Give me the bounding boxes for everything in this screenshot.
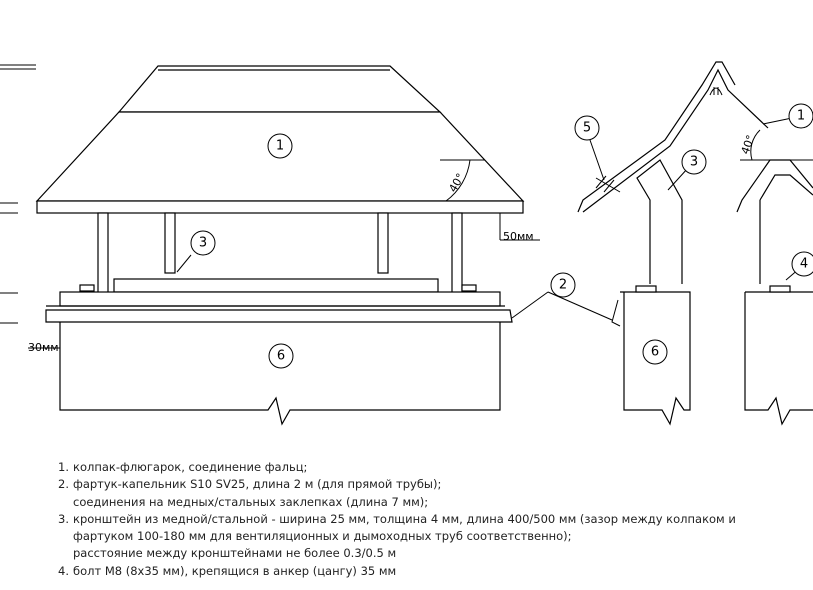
- svg-text:6: 6: [651, 345, 659, 360]
- callout-5: 5: [574, 115, 600, 141]
- svg-text:5: 5: [583, 121, 591, 136]
- legend-item-2: 2. фартук-капельник S10 SV25, длина 2 м …: [58, 477, 442, 509]
- overhang-dimension-label: 50мм: [503, 230, 534, 243]
- callout-1-right: 1: [788, 103, 813, 129]
- callout-1-main: 1: [267, 133, 293, 159]
- apron-dimension-label: 30мм: [28, 341, 59, 354]
- svg-text:1: 1: [276, 139, 284, 154]
- legend-item-1: 1. колпак-флюгарок, соединение фальц;: [58, 460, 308, 474]
- callout-2: 2: [550, 272, 576, 298]
- svg-text:4: 4: [800, 257, 808, 272]
- section-view-b: [736, 117, 813, 426]
- main-front-view: [28, 65, 549, 426]
- left-edge-fragments: [0, 64, 36, 324]
- callout-4: 4: [791, 251, 813, 277]
- svg-text:2: 2: [559, 278, 567, 293]
- svg-text:3: 3: [199, 236, 207, 251]
- chimney-cap-drawing: 1 1 2 3 3 4 5 6 6 50мм 30мм 40° 40°: [0, 61, 813, 426]
- svg-text:3: 3: [690, 155, 698, 170]
- callout-3-section: 3: [681, 149, 707, 175]
- legend-item-4: 4. болт М8 (8х35 мм), крепящися в анкер …: [58, 563, 397, 578]
- legend-item-3: 3. кронштейн из медной/стальной - ширина…: [58, 511, 736, 561]
- callout-6-section: 6: [642, 339, 668, 365]
- section-view-a: [547, 61, 769, 426]
- angle-label-right: 40°: [739, 133, 758, 156]
- svg-text:1: 1: [797, 109, 805, 124]
- svg-text:6: 6: [277, 349, 285, 364]
- callout-6-main: 6: [268, 343, 294, 369]
- callout-3-main: 3: [190, 230, 216, 256]
- legend-list: 1. колпак-флюгарок, соединение фальц; 2.…: [58, 459, 736, 580]
